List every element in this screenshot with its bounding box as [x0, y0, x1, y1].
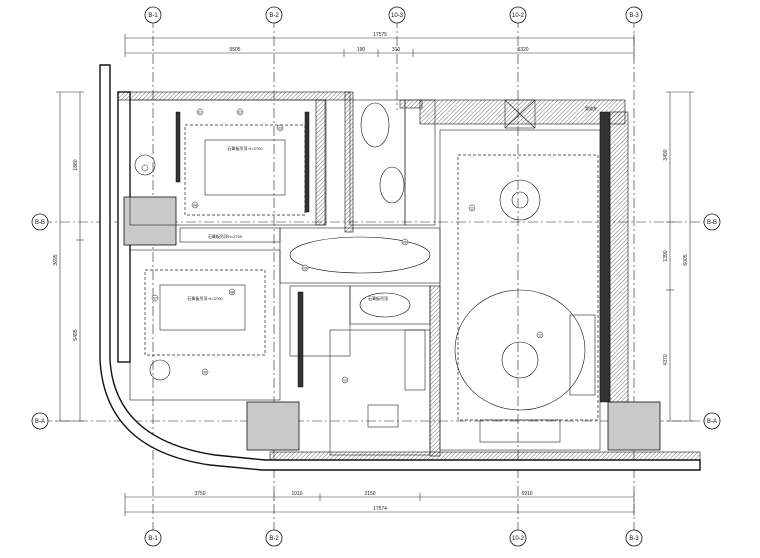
- svg-text:石膏板吊顶: 石膏板吊顶: [368, 295, 388, 301]
- svg-text:B-1: B-1: [148, 13, 158, 19]
- svg-text:5320: 5320: [517, 47, 528, 53]
- svg-text:3695: 3695: [53, 254, 59, 265]
- grid-bubble-left-a: B-A: [31, 412, 49, 430]
- main-hall: 管道井 11 12: [439, 105, 601, 451]
- svg-text:石膏板吊顶 H=2700: 石膏板吊顶 H=2700: [227, 145, 263, 151]
- svg-text:管道井: 管道井: [585, 105, 597, 111]
- room-center-lower: 石膏板吊顶 10: [289, 285, 441, 457]
- grid-bubble-left-b: B-B: [31, 213, 49, 231]
- grid-bubble-bottom-2: B-2: [265, 529, 283, 547]
- svg-text:08: 08: [230, 291, 234, 295]
- room-upper-center: [349, 99, 536, 226]
- svg-text:B-2: B-2: [269, 13, 279, 19]
- svg-text:1880: 1880: [73, 159, 79, 170]
- svg-text:5495: 5495: [73, 329, 79, 340]
- dimension-bottom: 3750 1010 2150 6910 17574: [124, 491, 635, 516]
- svg-text:17575: 17575: [373, 32, 387, 38]
- svg-text:2150: 2150: [364, 491, 375, 497]
- svg-text:190: 190: [357, 47, 366, 53]
- room-lower-left: 石膏板吊顶 H=2700 07 08 09: [129, 249, 281, 401]
- svg-text:09: 09: [203, 371, 207, 375]
- svg-text:3750: 3750: [194, 491, 205, 497]
- svg-text:5505: 5505: [229, 47, 240, 53]
- dimension-right: 3490 1390 6005 4370: [663, 91, 694, 422]
- svg-text:03: 03: [278, 127, 282, 131]
- svg-text:石膏板吊顶 H=2700: 石膏板吊顶 H=2700: [187, 295, 223, 301]
- svg-text:1010: 1010: [291, 491, 302, 497]
- svg-text:6910: 6910: [521, 491, 532, 497]
- column-left-a: [246, 401, 300, 451]
- room-upper-left: 石膏板吊顶 H=2700 01 02 03 04: [129, 99, 327, 226]
- dimension-top: 17575 5505 190 310 5320: [124, 32, 635, 57]
- svg-text:17574: 17574: [373, 506, 387, 512]
- svg-text:B-A: B-A: [707, 419, 717, 425]
- svg-text:06: 06: [403, 241, 407, 245]
- svg-text:10: 10: [343, 379, 347, 383]
- svg-text:04: 04: [193, 204, 197, 208]
- svg-text:石膏板吊顶H=2700: 石膏板吊顶H=2700: [208, 233, 243, 239]
- svg-text:02: 02: [238, 111, 242, 115]
- svg-text:B-2: B-2: [269, 536, 279, 542]
- svg-text:310: 310: [392, 47, 401, 53]
- svg-text:10-2: 10-2: [512, 536, 525, 542]
- grid-bubble-top-1: B-1: [144, 6, 162, 24]
- grid-bubble-bottom-3: 10-2: [509, 529, 527, 547]
- svg-text:6005: 6005: [683, 254, 689, 265]
- grid-bubble-top-2: B-2: [265, 6, 283, 24]
- svg-text:10-3: 10-3: [391, 13, 404, 19]
- grid-bubble-top-3: 10-3: [388, 6, 406, 24]
- grid-bubble-right-b: B-B: [703, 213, 721, 231]
- svg-text:05: 05: [303, 267, 307, 271]
- svg-text:12: 12: [538, 334, 542, 338]
- svg-text:B-B: B-B: [35, 220, 45, 226]
- dimension-left: 1880 3695 5495: [53, 91, 84, 422]
- grid-bubble-right-a: B-A: [703, 412, 721, 430]
- svg-text:1390: 1390: [663, 250, 669, 261]
- corridor: 石膏板吊顶H=2700 05 06: [179, 227, 441, 284]
- grid-bubble-bottom-1: B-1: [144, 529, 162, 547]
- svg-text:B-1: B-1: [148, 536, 158, 542]
- grid-bubble-bottom-4: B-3: [625, 529, 643, 547]
- column-left-b: [123, 196, 177, 246]
- svg-text:01: 01: [198, 111, 202, 115]
- svg-text:B-3: B-3: [629, 536, 639, 542]
- svg-text:3490: 3490: [663, 149, 669, 160]
- svg-text:07: 07: [153, 297, 157, 301]
- grid-bubble-top-4: 10-2: [509, 6, 527, 24]
- svg-text:10-2: 10-2: [512, 13, 525, 19]
- svg-text:4370: 4370: [663, 354, 669, 365]
- svg-text:B-B: B-B: [707, 220, 717, 226]
- svg-text:11: 11: [470, 207, 474, 211]
- column-right-a: [607, 401, 661, 451]
- svg-text:B-3: B-3: [629, 13, 639, 19]
- svg-text:B-A: B-A: [35, 419, 45, 425]
- grid-bubble-top-5: B-3: [625, 6, 643, 24]
- bottom-wall: [269, 451, 701, 461]
